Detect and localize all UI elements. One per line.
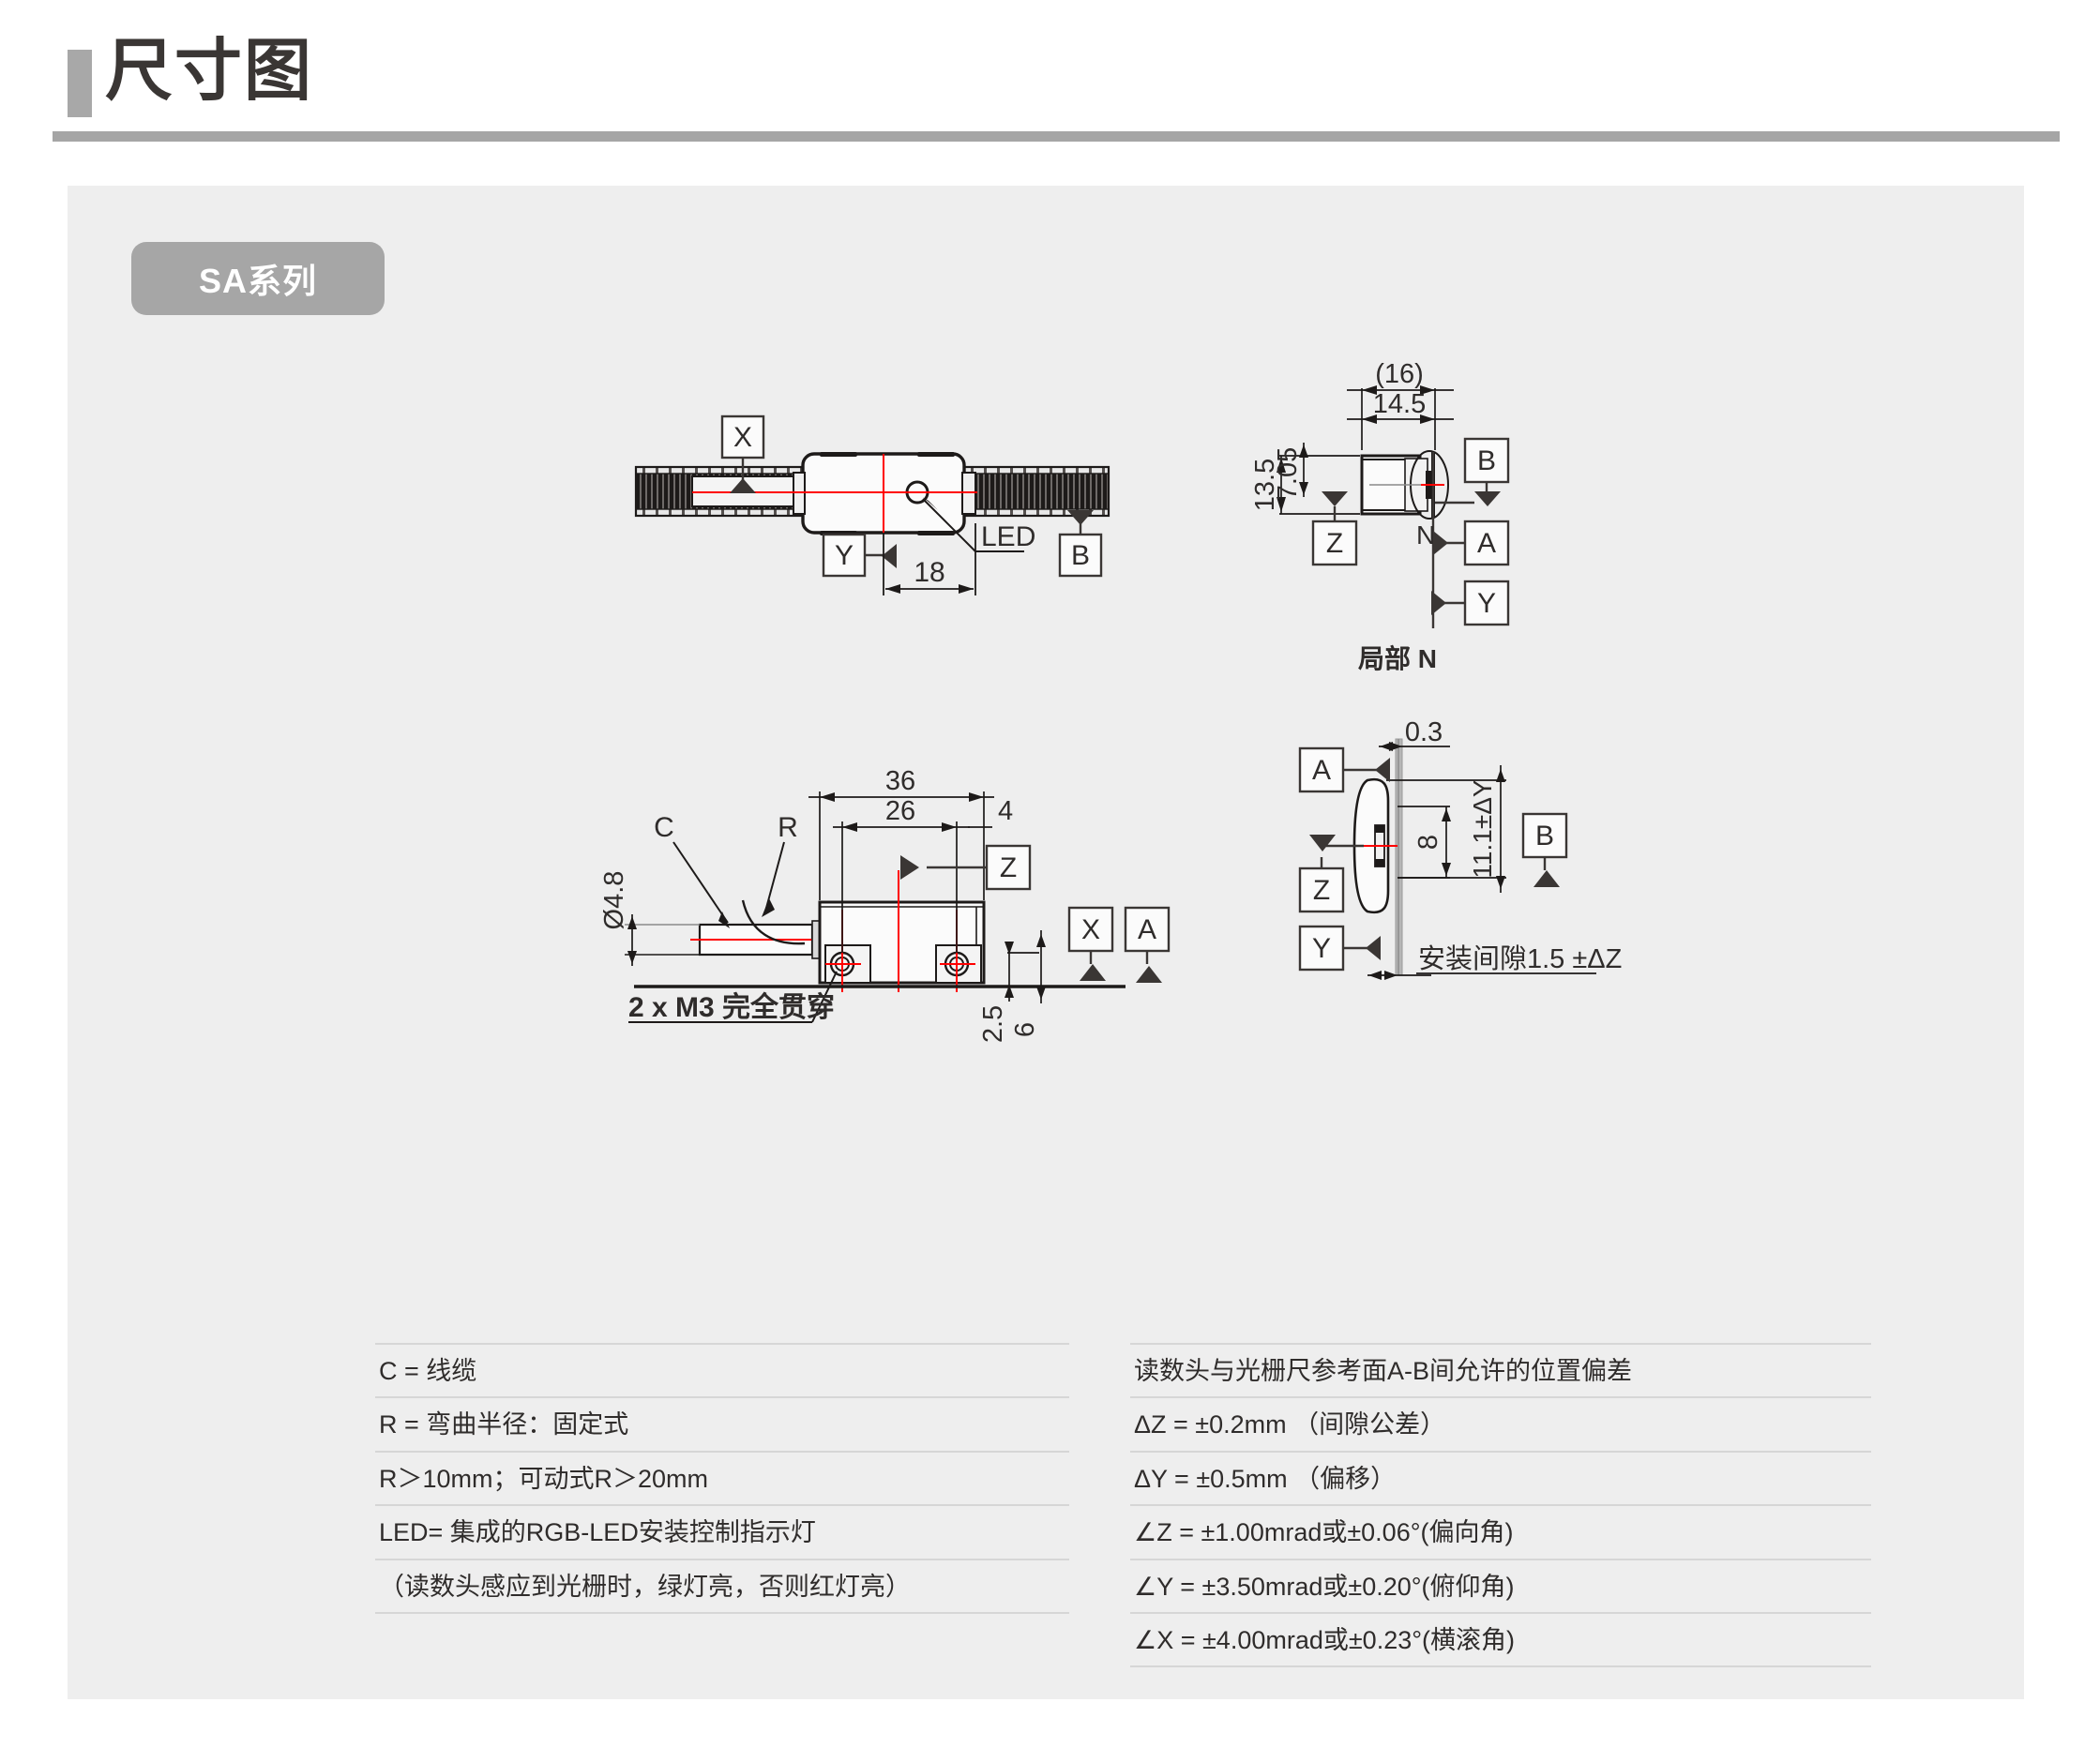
datum-a4 — [1298, 746, 1379, 793]
gap-note-label: 安装间隙1.5 ±ΔZ — [1418, 943, 1622, 974]
dim-705-label: 7.05 — [1273, 447, 1303, 500]
drawing-top-right: N (16) 14.5 13.5 7.05 Z B — [1250, 359, 1604, 685]
legend-left: C = 线缆 R = 弯曲半径：固定式 R＞10mm；可动式R＞20mm LED… — [375, 1343, 1069, 1614]
legend-right: 读数头与光栅尺参考面A-B间允许的位置偏差 ΔZ = ±0.2mm （间隙公差）… — [1130, 1343, 1871, 1668]
head-body-side — [818, 900, 986, 985]
callout-c: C — [654, 812, 730, 928]
datum-y2-label: Y — [1477, 588, 1496, 619]
led-label: LED — [981, 521, 1035, 552]
datum-x3 — [1067, 906, 1114, 964]
datum-x-label: X — [733, 422, 752, 453]
bend-radius-curve — [741, 899, 806, 945]
datum-b2-label: B — [1477, 445, 1496, 476]
legend-left-row: （读数头感应到光栅时，绿灯亮，否则红灯亮） — [375, 1558, 1069, 1614]
datum-b-arrow — [1067, 510, 1094, 525]
datum-a2-label: A — [1477, 528, 1496, 559]
legend-left-row: R＞10mm；可动式R＞20mm — [375, 1450, 1069, 1504]
dim-03-label: 0.3 — [1405, 717, 1443, 747]
title-accent-bar — [68, 50, 92, 117]
legend-left-row: R = 弯曲半径：固定式 — [375, 1396, 1069, 1450]
dim-26-label: 26 — [885, 796, 915, 826]
dim-36 — [808, 791, 994, 900]
legend-right-row: ∠Y = ±3.50mrad或±0.20°(俯仰角) — [1130, 1558, 1871, 1612]
datum-y4 — [1298, 925, 1367, 972]
detail-n-caption: 局部 N — [1358, 644, 1437, 673]
led-callout: LED — [922, 497, 1035, 552]
legend-right-row: 读数头与光栅尺参考面A-B间允许的位置偏差 — [1130, 1343, 1871, 1396]
datum-a3-label: A — [1138, 914, 1156, 945]
detail-mark-n: N — [1416, 520, 1435, 550]
dim-111-label: 11.1±ΔY — [1468, 779, 1497, 878]
datum-z — [1311, 506, 1358, 566]
dim-111 — [1386, 765, 1506, 893]
datum-y2 — [1444, 580, 1510, 626]
dim-18-label: 18 — [914, 557, 944, 588]
dim-145-label: 14.5 — [1373, 389, 1426, 419]
dim-135-label: 13.5 — [1250, 459, 1280, 511]
page-title: 尺寸图 — [105, 34, 314, 109]
drawing-top-left: X Y B LED 18 — [619, 403, 1144, 638]
dim-6-label: 6 — [1010, 1022, 1040, 1037]
datum-y — [822, 533, 884, 578]
datum-z3-label: Z — [1000, 852, 1017, 883]
datum-z-label: Z — [1326, 528, 1343, 559]
series-badge: SA系列 — [131, 242, 385, 315]
datum-y4-label: Y — [1312, 933, 1331, 964]
cable — [625, 920, 825, 959]
content-panel — [68, 186, 2024, 1699]
legend-left-row: C = 线缆 — [375, 1343, 1069, 1396]
datum-a3 — [1124, 906, 1171, 964]
callout-c-label: C — [654, 812, 674, 843]
dim-16-label: (16) — [1375, 359, 1424, 389]
datum-y-arrow — [882, 544, 897, 568]
datum-y-label: Y — [835, 540, 854, 571]
datum-a2 — [1444, 520, 1510, 566]
dim-36-label: 36 — [885, 766, 915, 796]
legend-right-row: ∠Z = ±1.00mrad或±0.06°(偏向角) — [1130, 1504, 1871, 1558]
datum-x — [720, 414, 765, 480]
dim-25-label: 2.5 — [978, 1005, 1008, 1043]
drawing-bottom-right: 0.3 8 11.1±ΔY A Z Y B — [1247, 717, 1623, 994]
dim-diam48-label: Ø4.8 — [599, 871, 629, 930]
datum-x-arrow — [730, 478, 756, 493]
datum-b-label: B — [1071, 540, 1090, 571]
legend-right-row: ∠X = ±4.00mrad或±0.23°(横滚角) — [1130, 1611, 1871, 1668]
page-header: 尺寸图 — [0, 0, 2100, 142]
dim-8-label: 8 — [1413, 835, 1443, 850]
datum-b4-label: B — [1535, 821, 1554, 851]
datum-x3-label: X — [1081, 914, 1100, 945]
datum-b2 — [1435, 437, 1510, 505]
callout-r: R — [762, 812, 798, 917]
header-divider — [53, 131, 2060, 142]
datum-z4-label: Z — [1313, 875, 1330, 906]
legend-right-row: ΔY = ±0.5mm （偏移） — [1130, 1450, 1871, 1504]
datum-b4 — [1521, 812, 1568, 870]
legend-right-row: ΔZ = ±0.2mm （间隙公差） — [1130, 1396, 1871, 1450]
dim-4-label: 4 — [998, 796, 1013, 826]
datum-b — [1058, 521, 1103, 578]
datum-a4-label: A — [1312, 755, 1331, 786]
datum-z3 — [927, 844, 1032, 891]
note-m3-label: 2 x M3 完全贯穿 — [628, 991, 835, 1023]
datum-z4 — [1298, 844, 1364, 913]
scale-plate — [1395, 738, 1403, 976]
drawing-bottom-left: 36 26 4 Ø4.8 C R Z 2.5 — [599, 766, 1201, 1060]
note-m3-leader — [628, 971, 838, 1023]
series-badge-label: SA系列 — [198, 262, 317, 300]
legend-left-row: LED= 集成的RGB-LED安装控制指示灯 — [375, 1504, 1069, 1558]
callout-r-label: R — [778, 812, 798, 843]
